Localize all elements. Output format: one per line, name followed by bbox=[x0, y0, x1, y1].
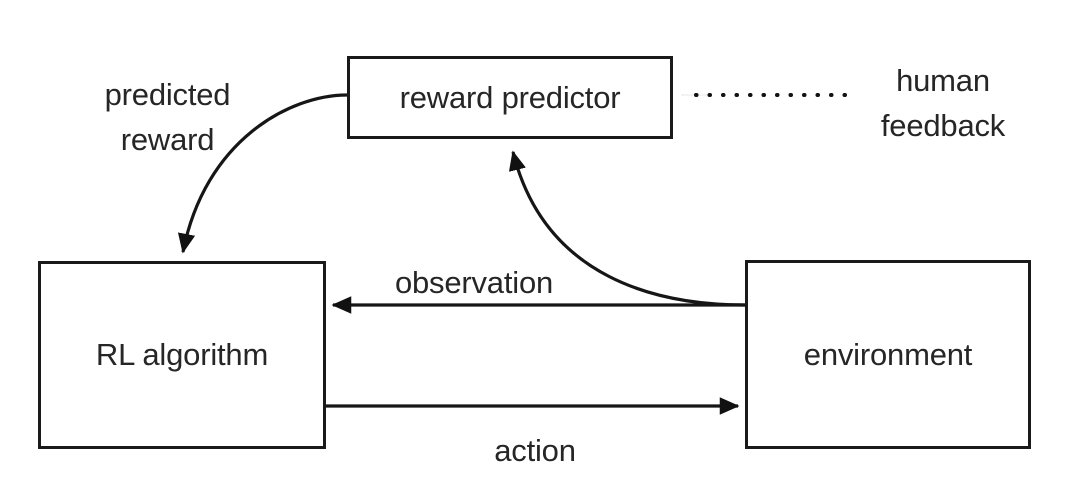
node-environment-label: environment bbox=[803, 336, 973, 372]
node-rl-algorithm-label: RL algorithm bbox=[95, 337, 269, 372]
edge-predicted-reward bbox=[177, 93, 348, 254]
node-environment[interactable]: environment bbox=[745, 260, 1031, 449]
edge-label-human-feedback-line2: feedback bbox=[880, 108, 1006, 143]
edge-label-action: action bbox=[494, 433, 576, 468]
edge-label-observation: observation bbox=[394, 265, 554, 300]
node-rl-algorithm[interactable]: RL algorithm bbox=[38, 261, 326, 449]
edge-label-predicted-reward-line2: reward bbox=[120, 122, 215, 157]
node-reward-predictor-label: reward predictor bbox=[399, 79, 621, 115]
edge-label-human-feedback: human feedback bbox=[852, 58, 1034, 148]
edge-label-predicted-reward-line1: predicted bbox=[104, 77, 231, 112]
node-reward-predictor[interactable]: reward predictor bbox=[347, 56, 673, 139]
edge-label-human-feedback-line1: human bbox=[896, 63, 990, 98]
edge-label-predicted-reward: predicted reward bbox=[80, 72, 255, 162]
